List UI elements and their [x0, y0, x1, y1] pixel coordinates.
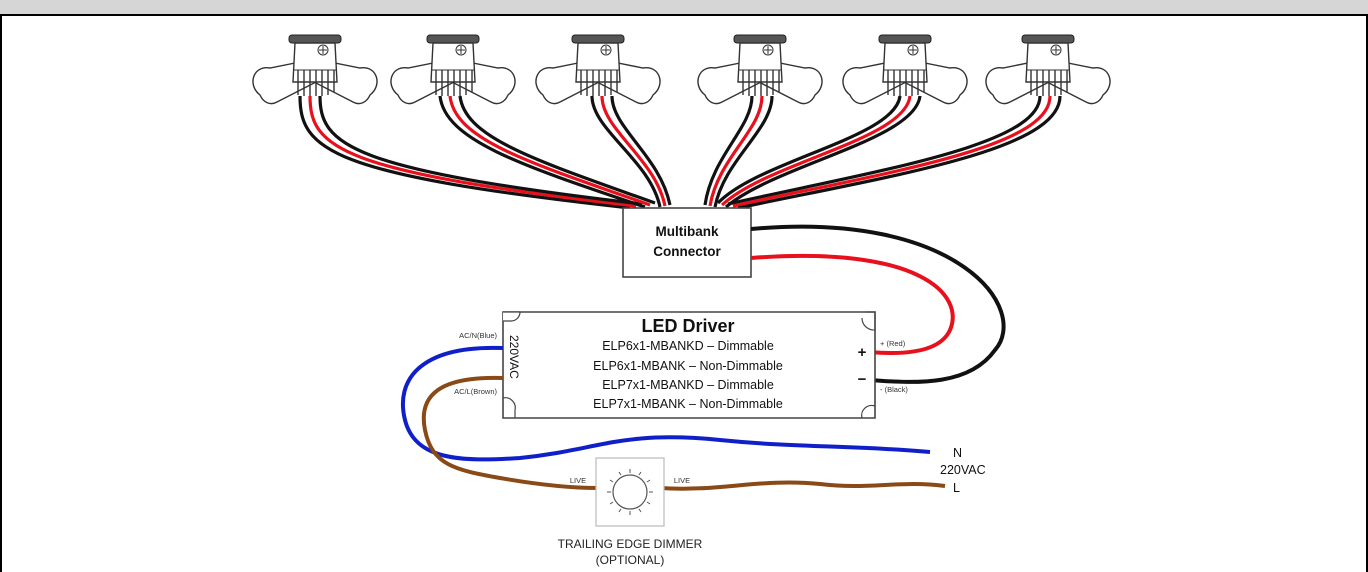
driver-title: LED Driver	[641, 316, 734, 336]
right-border	[1366, 14, 1368, 572]
driver-model-1: ELP6x1-MBANKD – Dimmable	[602, 339, 774, 353]
dimmer-label-line2: (OPTIONAL)	[596, 553, 665, 567]
downlight-2	[390, 34, 516, 105]
driver-input-label: 220VAC	[507, 335, 521, 379]
label-ac-l: AC/L(Brown)	[454, 387, 497, 396]
driver-model-2: ELP6x1-MBANK – Non-Dimmable	[593, 359, 783, 373]
driver-plus-terminal: +	[858, 344, 867, 361]
header-band	[0, 0, 1368, 16]
connector-line1: Multibank	[656, 224, 719, 239]
dc-wires	[750, 224, 1006, 384]
label-dc-pos: + (Red)	[880, 339, 906, 348]
driver-minus-terminal: −	[858, 371, 867, 388]
lamp-cables	[298, 95, 1062, 210]
downlight-1	[252, 34, 378, 105]
mains-voltage-label: 220VAC	[940, 463, 986, 477]
led-driver: LED Driver ELP6x1-MBANKD – Dimmable ELP6…	[502, 311, 876, 419]
mains-neutral-label: N	[953, 446, 962, 460]
mains-live-label: L	[953, 481, 960, 495]
dimmer-live-in: LIVE	[570, 476, 586, 485]
dimmer: LIVE LIVE TRAILING EDGE DIMMER (OPTIONAL…	[558, 457, 703, 567]
connector-line2: Connector	[653, 244, 721, 259]
label-dc-neg: - (Black)	[880, 385, 908, 394]
multibank-connector: Multibank Connector	[622, 207, 752, 278]
downlight-5	[842, 34, 968, 105]
dimmer-label-line1: TRAILING EDGE DIMMER	[558, 537, 703, 551]
downlight-3	[535, 34, 661, 105]
ac-wires	[400, 345, 946, 491]
label-ac-n: AC/N(Blue)	[459, 331, 497, 340]
driver-model-3: ELP7x1-MBANKD – Dimmable	[602, 378, 774, 392]
downlight-6	[985, 34, 1111, 105]
left-border	[0, 14, 2, 572]
driver-model-4: ELP7x1-MBANK – Non-Dimmable	[593, 397, 783, 411]
dimmer-knob-ticks	[607, 469, 653, 515]
dimmer-live-out: LIVE	[674, 476, 690, 485]
downlight-4	[697, 34, 823, 105]
